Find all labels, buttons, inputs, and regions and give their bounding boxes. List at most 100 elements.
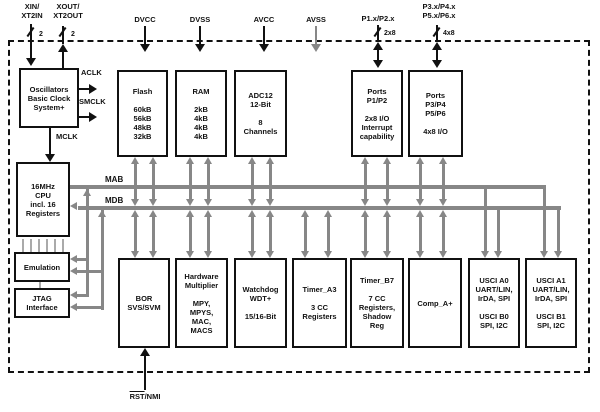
bus-channel-arrow-up (248, 157, 256, 164)
bus-width-p12: 2x8 (384, 30, 396, 37)
bus-channel-arrow-down (439, 251, 447, 258)
bus-channel-shaft (207, 215, 210, 253)
block-watchdog: Watchdog WDT+ 15/16-Bit (234, 258, 287, 348)
xout-line-lower (62, 52, 64, 68)
bus-width-p36: 4x8 (443, 30, 455, 37)
avcc-arrow (259, 44, 269, 52)
bus-channel-shaft (419, 162, 422, 202)
p36-arrow-down (432, 60, 442, 68)
bus-channel-arrow-up (383, 210, 391, 217)
p36-arrow-up (432, 42, 442, 50)
block-ports-p1-p2: Ports P1/P2 2x8 I/O Interrupt capability (351, 70, 403, 157)
bus-channel-arrow-up (361, 157, 369, 164)
cpu-emulation-link (38, 239, 40, 252)
cpu-emulation-link (54, 239, 56, 252)
bus-width-xin: 2 (39, 31, 43, 38)
block-ram: RAM 2kB 4kB 4kB 4kB (175, 70, 227, 157)
bus-channel-arrow-up (266, 210, 274, 217)
bus-channel-arrow-down (149, 251, 157, 258)
pin-label-rst-nmi: RST/NMI (110, 392, 180, 401)
bus-channel-arrow-down (131, 199, 139, 206)
bus-channel-arrow-up (131, 157, 139, 164)
bus-channel-arrow-up (439, 210, 447, 217)
pin-label-xin: XIN/ XT2IN (21, 2, 43, 20)
pin-label-avss: AVSS (306, 15, 326, 24)
bus-channel-arrow-down (204, 251, 212, 258)
cpu-emulation-link (62, 239, 64, 252)
emulation-stub (77, 258, 88, 261)
bus-channel-shaft (304, 215, 307, 253)
bus-channel-shaft (134, 215, 137, 253)
bus-width-xout: 2 (71, 31, 75, 38)
bus-channel-shaft (386, 162, 389, 202)
block-cpu: 16MHz CPU incl. 16 Registers (16, 162, 70, 237)
cpu-emulation-link (46, 239, 48, 252)
bus-channel-shaft (134, 162, 137, 202)
bus-channel-arrow-up (186, 210, 194, 217)
pin-label-dvss: DVSS (189, 15, 211, 24)
block-oscillators: Oscillators Basic Clock System+ (19, 68, 79, 128)
bus-channel-arrow-up (131, 210, 139, 217)
jtag-stub (77, 306, 103, 309)
aclk-line (79, 88, 89, 90)
block-comp-a: Comp_A+ (408, 258, 462, 348)
bus-channel-shaft (152, 162, 155, 202)
bus-channel-arrow-up (301, 210, 309, 217)
block-flash: Flash 60kB 56kB 48kB 32kB (117, 70, 168, 157)
vertical-arrow-up-mab (83, 189, 91, 196)
bus-channel-shaft (419, 215, 422, 253)
mdb-bus (78, 206, 561, 210)
xout-arrow-up (58, 44, 68, 52)
bus-channel-shaft (269, 162, 272, 202)
p12-shaft (377, 49, 379, 61)
bus-channel-arrow-down (324, 251, 332, 258)
cpu-emulation-link (22, 239, 24, 252)
mdb-branch-usci-a0 (497, 208, 500, 251)
emulation-jtag-link (39, 282, 41, 288)
bus-channel-arrow-up (416, 210, 424, 217)
rst-overline: RST (129, 392, 145, 401)
bus-channel-shaft (189, 162, 192, 202)
bus-channel-arrow-up (439, 157, 447, 164)
usci-a1-arrow-down (554, 251, 562, 258)
xin-line (30, 24, 32, 58)
mab-branch-usci-a0 (484, 187, 487, 251)
mab-corner-usci-a1 (543, 185, 546, 251)
bus-channel-arrow-up (149, 157, 157, 164)
usci-a1-arrow-down (540, 251, 548, 258)
bus-channel-arrow-down (416, 199, 424, 206)
bus-channel-shaft (152, 215, 155, 253)
dvss-arrow (195, 44, 205, 52)
usci-a0-arrow-down (481, 251, 489, 258)
bus-channel-arrow-up (383, 157, 391, 164)
block-timer-a3: Timer_A3 3 CC Registers (292, 258, 347, 348)
jtag-arrow-left (70, 291, 77, 299)
pin-label-p1-p2: P1.x/P2.x (361, 14, 395, 23)
block-bor: BOR SVS/SVM (118, 258, 170, 348)
mdb-corner-usci-a1 (557, 206, 560, 251)
jtag-stub (77, 294, 88, 297)
clock-label-aclk: ACLK (81, 68, 102, 77)
bus-channel-shaft (189, 215, 192, 253)
bus-channel-shaft (327, 215, 330, 253)
bus-channel-arrow-up (149, 210, 157, 217)
avss-arrow (311, 44, 321, 52)
bus-channel-arrow-down (266, 251, 274, 258)
dvcc-line (144, 26, 146, 44)
jtag-arrow-left (70, 303, 77, 311)
bus-channel-shaft (364, 215, 367, 253)
bus-channel-arrow-down (186, 199, 194, 206)
smclk-line (79, 116, 89, 118)
bus-channel-arrow-down (439, 199, 447, 206)
bus-channel-arrow-up (204, 210, 212, 217)
smclk-arrow (89, 112, 97, 122)
bus-channel-arrow-up (361, 210, 369, 217)
avss-line (315, 26, 317, 44)
bus-channel-shaft (364, 162, 367, 202)
bus-channel-arrow-down (149, 199, 157, 206)
bus-channel-arrow-down (186, 251, 194, 258)
bus-channel-arrow-up (266, 157, 274, 164)
bus-channel-shaft (269, 215, 272, 253)
mclk-line (49, 128, 51, 154)
bus-channel-shaft (386, 215, 389, 253)
